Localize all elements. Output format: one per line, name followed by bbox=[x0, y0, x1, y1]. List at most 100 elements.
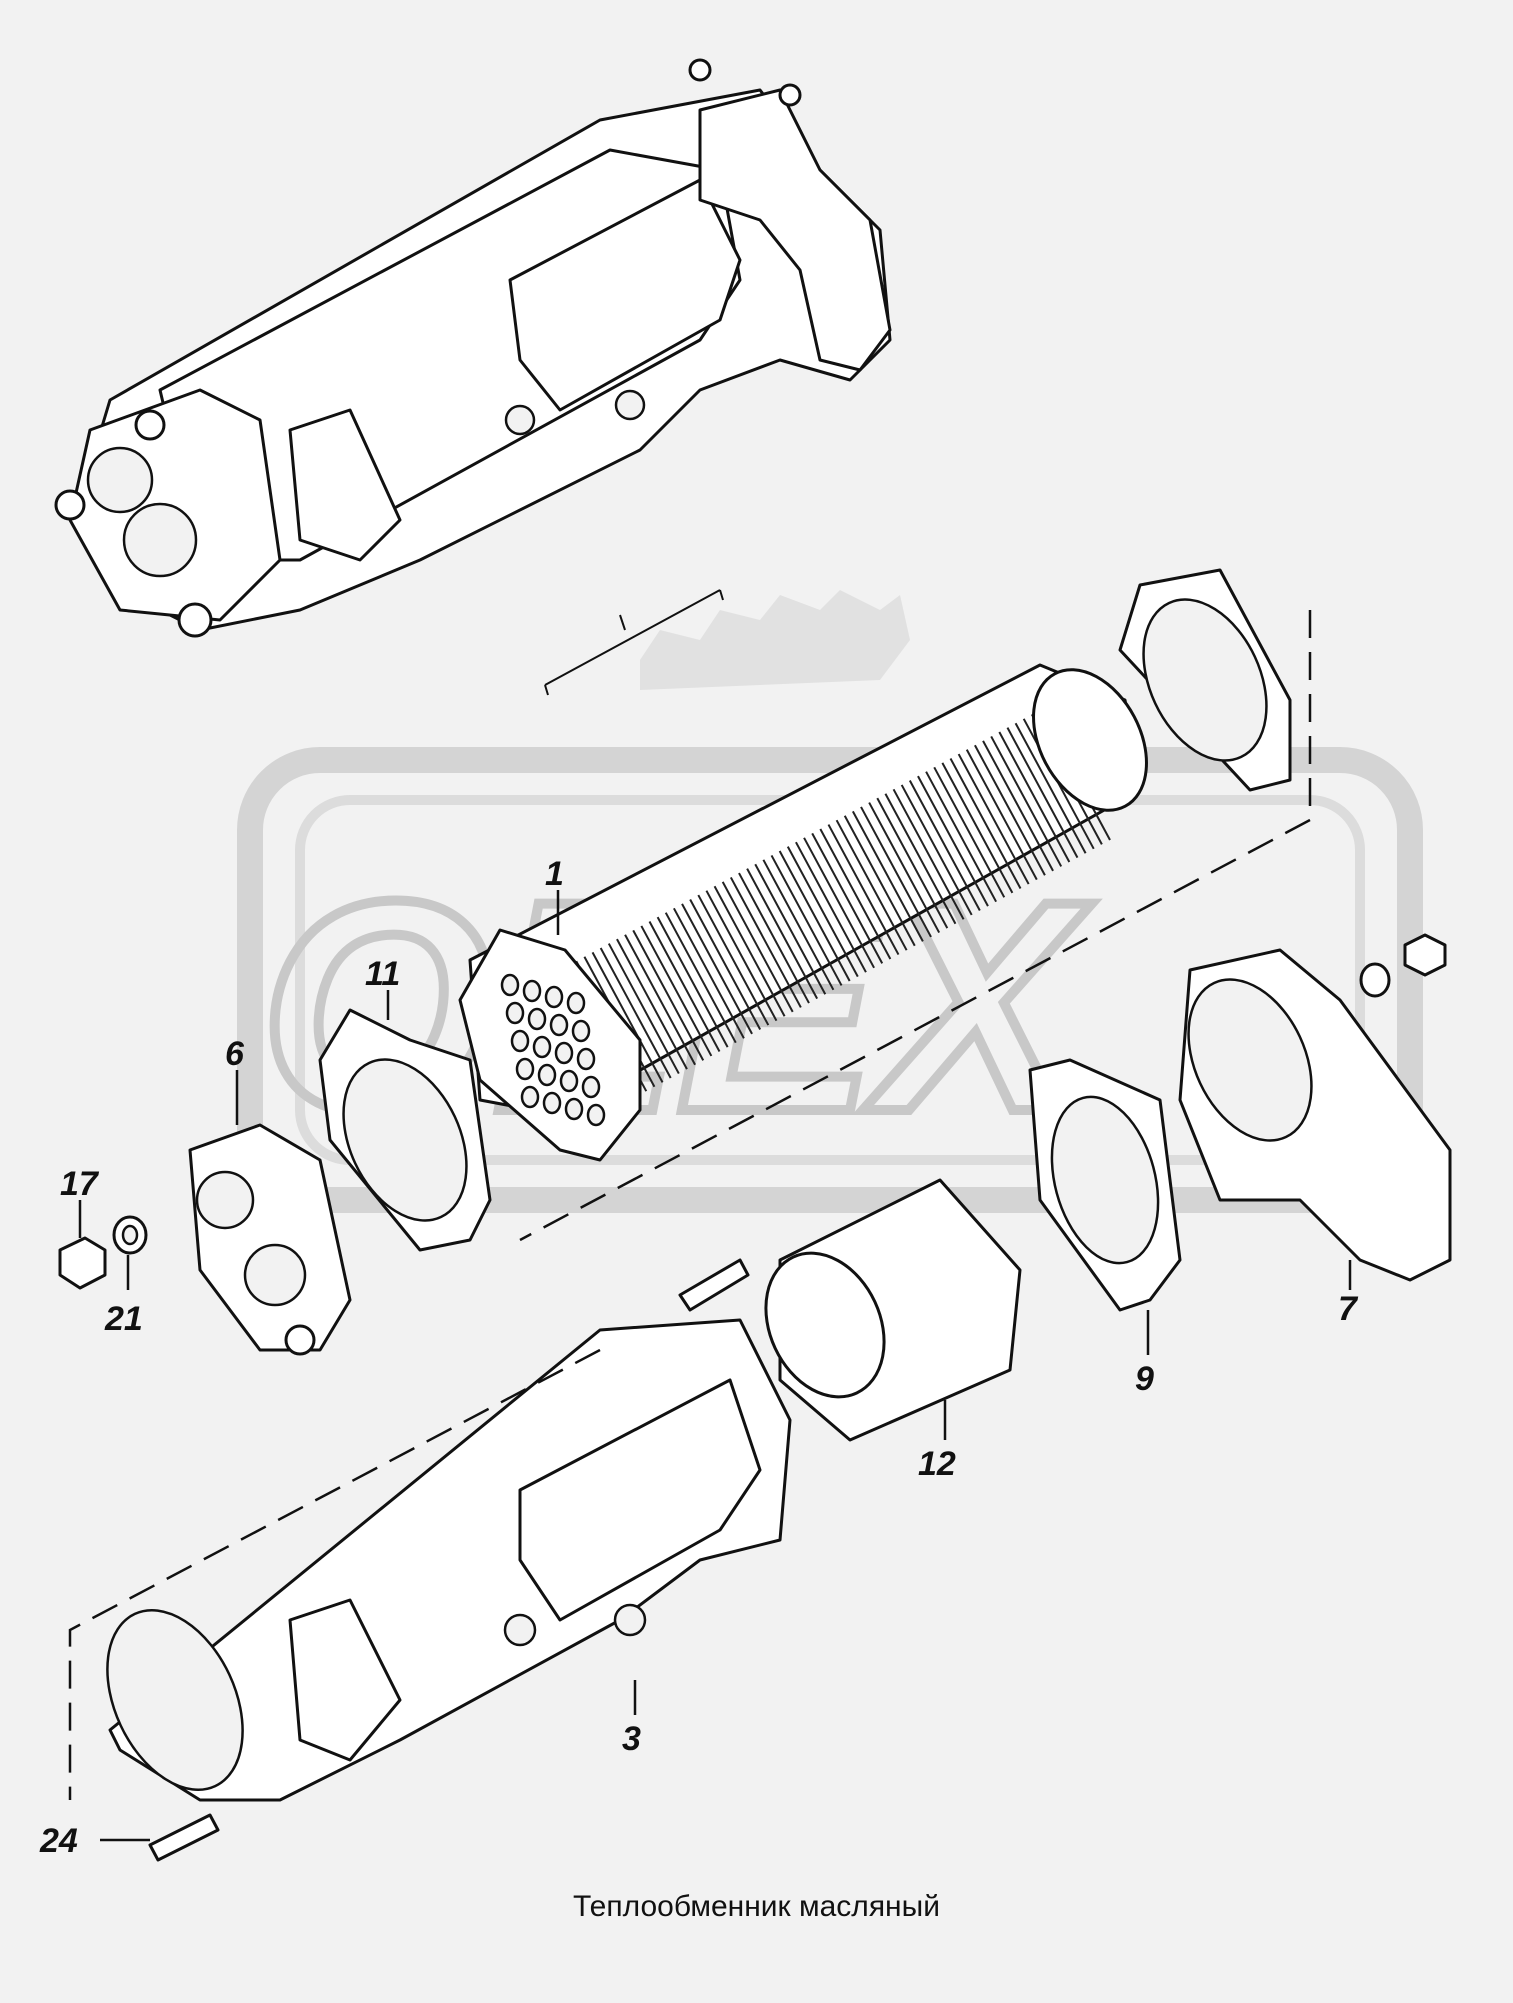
cover-7 bbox=[1178, 948, 1452, 1282]
cooling-fin bbox=[746, 868, 818, 1000]
callout-24: 24 bbox=[39, 1822, 78, 1860]
cooling-fin bbox=[721, 881, 794, 1013]
cooling-fin bbox=[990, 735, 1063, 867]
cooling-fin bbox=[1014, 722, 1087, 854]
cooling-fin bbox=[664, 912, 737, 1044]
callout-7: 7 bbox=[1338, 1290, 1359, 1328]
cooling-fin bbox=[786, 846, 859, 978]
assembly-line-lower bbox=[68, 1348, 601, 1800]
cooling-fin bbox=[729, 876, 802, 1008]
cooling-fin bbox=[803, 837, 875, 969]
tube-hole bbox=[566, 991, 586, 1015]
stud-middle bbox=[678, 1258, 750, 1312]
tube-hole bbox=[554, 1041, 574, 1065]
cooling-fin bbox=[705, 890, 778, 1022]
tube-hole bbox=[520, 1085, 540, 1109]
cooling-fin bbox=[941, 762, 1014, 894]
tube-hole bbox=[527, 1007, 547, 1031]
leader-lines bbox=[78, 890, 1352, 1842]
callout-21: 21 bbox=[104, 1300, 143, 1338]
cooling-fin bbox=[843, 815, 916, 947]
cooling-fin bbox=[949, 758, 1022, 889]
tube-hole bbox=[571, 1019, 591, 1043]
cooling-fin bbox=[673, 907, 745, 1039]
housing-3 bbox=[106, 1318, 792, 1802]
cooling-fin bbox=[868, 802, 941, 934]
dimension-bracket bbox=[544, 589, 724, 696]
callout-3: 3 bbox=[622, 1720, 641, 1758]
diagram-caption: Теплообменник масляный bbox=[573, 1890, 940, 1923]
cooling-fin bbox=[599, 947, 672, 1079]
callout-12: 12 bbox=[918, 1445, 956, 1483]
tube-hole bbox=[576, 1047, 596, 1071]
sleeve-12 bbox=[764, 1178, 1022, 1442]
nut-washer-right bbox=[1359, 933, 1447, 998]
cooling-fin bbox=[900, 784, 973, 916]
cooling-fin bbox=[974, 744, 1046, 876]
cover-6 bbox=[188, 1123, 352, 1356]
tube-hole bbox=[532, 1035, 552, 1059]
cooling-fin bbox=[762, 859, 835, 991]
tube-hole bbox=[549, 1013, 569, 1037]
tube-hole bbox=[586, 1103, 606, 1127]
cooling-fin bbox=[876, 797, 949, 929]
tube-hole bbox=[544, 985, 564, 1009]
tube-hole bbox=[564, 1097, 584, 1121]
core-tube-bundle bbox=[458, 663, 1148, 1162]
nut-17 bbox=[58, 1236, 107, 1290]
washer-21 bbox=[112, 1215, 148, 1255]
callout-11: 11 bbox=[365, 955, 400, 993]
callout-17: 17 bbox=[60, 1165, 100, 1203]
cooling-fin bbox=[697, 894, 770, 1026]
cooling-fin bbox=[770, 854, 843, 986]
tube-hole bbox=[505, 1001, 525, 1025]
tube-hole bbox=[559, 1069, 579, 1093]
tube-hole bbox=[510, 1029, 530, 1053]
cooling-fin bbox=[754, 863, 827, 995]
stud-24 bbox=[148, 1813, 220, 1862]
cooling-fin bbox=[908, 780, 981, 911]
cooling-fin bbox=[827, 824, 900, 956]
assembly-line-upper bbox=[519, 610, 1312, 1242]
cooling-fin bbox=[640, 925, 713, 1057]
cooling-fin bbox=[957, 753, 1030, 885]
cooling-fin bbox=[591, 951, 664, 1083]
cooling-fin bbox=[982, 740, 1054, 872]
cooling-fin bbox=[925, 771, 997, 903]
cooling-fin bbox=[656, 916, 729, 1048]
cooling-fin bbox=[884, 793, 957, 925]
cooling-fin bbox=[811, 832, 884, 964]
cooling-fin bbox=[632, 929, 705, 1061]
tube-hole bbox=[581, 1075, 601, 1099]
tube-hole bbox=[522, 979, 542, 1003]
cooling-fin bbox=[892, 788, 965, 920]
cooling-fin bbox=[835, 819, 908, 951]
cooling-fin bbox=[917, 775, 989, 907]
cooling-fin bbox=[607, 943, 680, 1075]
tube-hole bbox=[515, 1057, 535, 1081]
cooling-fin bbox=[681, 903, 753, 1035]
tube-hole bbox=[542, 1091, 562, 1115]
callout-6: 6 bbox=[225, 1035, 245, 1073]
cooling-fin bbox=[778, 850, 851, 982]
callout-9: 9 bbox=[1135, 1360, 1154, 1398]
cooling-fin bbox=[852, 810, 924, 942]
cooling-fin bbox=[624, 934, 696, 1066]
tube-hole bbox=[537, 1063, 557, 1087]
cooling-fin bbox=[689, 899, 762, 1030]
cooling-fin bbox=[819, 828, 892, 960]
cooling-fin bbox=[998, 731, 1071, 863]
dimension-tick bbox=[619, 614, 626, 631]
tube-hole bbox=[500, 973, 520, 997]
cooling-fin bbox=[713, 885, 786, 1017]
cooling-fin bbox=[933, 766, 1006, 898]
cooling-fin bbox=[738, 872, 810, 1004]
cooling-fin bbox=[616, 938, 688, 1070]
callout-1: 1 bbox=[545, 855, 564, 893]
cooling-fin bbox=[648, 921, 721, 1052]
cooling-fin bbox=[795, 841, 867, 973]
cooling-fin bbox=[860, 806, 932, 938]
assembled-heat-exchanger bbox=[54, 58, 892, 638]
